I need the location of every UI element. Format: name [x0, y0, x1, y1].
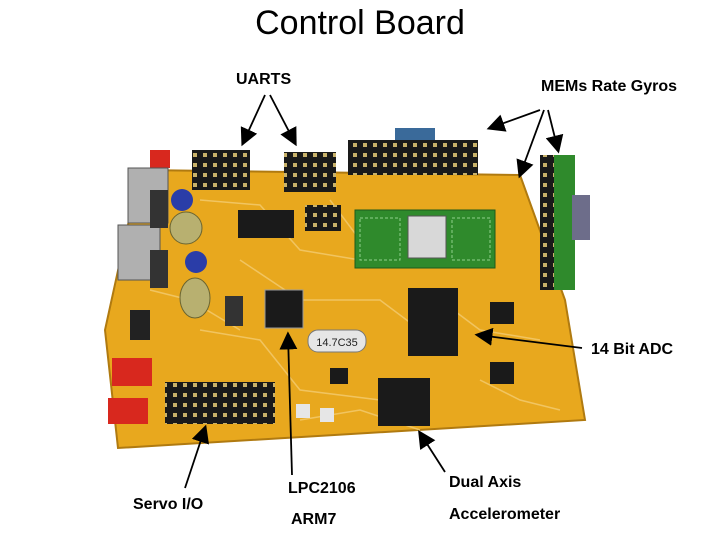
label-gyros: MEMs Rate Gyros: [541, 78, 678, 95]
capacitor-gold-1: [169, 211, 203, 245]
label-accelerometer: Accelerometer: [449, 506, 561, 523]
adc-chip: [408, 288, 458, 356]
servo-header: [165, 382, 275, 424]
label-adc: 14 Bit ADC: [591, 341, 674, 358]
uart-header-right: [284, 152, 336, 192]
pointer-arrows: [184, 94, 583, 489]
label-servo: Servo I/O: [133, 496, 204, 513]
slide-title: Control Board: [255, 4, 465, 42]
lpc2106-chip: [264, 289, 304, 329]
label-uarts: UARTS: [236, 71, 292, 88]
max232-chip: [238, 210, 294, 238]
capacitor-gold-2: [179, 277, 211, 319]
jumper-block: [305, 205, 341, 231]
label-dual-axis: Dual Axis: [449, 474, 522, 491]
label-lpc2106: LPC2106: [288, 480, 356, 497]
crystal: [307, 329, 367, 353]
crystal-marking: 14.7C35: [316, 337, 358, 349]
gyro-header-top: [348, 140, 478, 175]
capacitor-blue-1: [171, 189, 193, 211]
label-arm7: ARM7: [291, 511, 337, 528]
uart-header-left: [192, 150, 250, 190]
accelerometer-chip: [378, 378, 430, 426]
capacitor-blue-2: [185, 251, 207, 273]
